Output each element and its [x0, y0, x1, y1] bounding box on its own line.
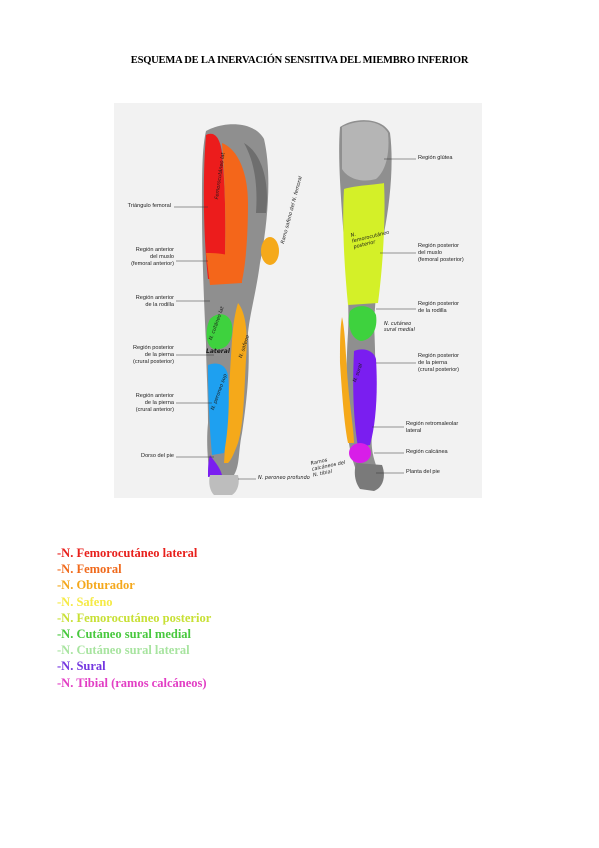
legend-item-obturador: -N. Obturador	[57, 578, 135, 593]
label-region-glutea: Región glútea	[418, 155, 453, 162]
region-tibial-calcaneo	[349, 443, 371, 463]
label-line: Región posterior	[132, 345, 174, 351]
region-peroneo-superficial	[208, 363, 229, 455]
label-line: (crural posterior)	[132, 359, 174, 365]
leg-diagram: Triángulo femoral Región anterior del mu…	[114, 103, 482, 498]
label-region-posterior-pierna-ant: Región posterior de la pierna (crural po…	[133, 345, 174, 366]
legend-item-femoral: -N. Femoral	[57, 562, 122, 577]
label-planta-pie: Planta del pie	[406, 469, 440, 476]
label-line: Región anterior	[135, 393, 174, 399]
nerve-legend: -N. Femorocutáneo lateral -N. Femoral -N…	[57, 545, 211, 691]
gluteal-highlight	[342, 121, 389, 181]
hip-shadow	[244, 143, 268, 213]
dorsum-foot	[209, 475, 239, 495]
label-line: del muslo	[150, 254, 174, 260]
label-line: de la rodilla	[418, 308, 447, 314]
region-peroneo-profundo	[208, 455, 222, 477]
legend-item-tibial: -N. Tibial (ramos calcáneos)	[57, 675, 207, 690]
label-region-calcanea: Región calcánea	[406, 449, 448, 456]
region-femoral	[222, 143, 248, 281]
legend-item-cutaneo-sural-lateral: -N. Cutáneo sural lateral	[57, 643, 190, 658]
region-safeno	[224, 303, 247, 463]
label-region-retromaleolar: Región retromaleolar lateral	[406, 421, 458, 435]
label-line: Región glútea	[418, 155, 453, 161]
label-line: (femoral anterior)	[131, 261, 174, 267]
region-femoral-upper	[206, 253, 242, 285]
label-line: de la pierna	[144, 352, 174, 358]
hand-lateral: Lateral	[206, 348, 230, 355]
label-region-posterior-muslo: Región posterior del muslo (femoral post…	[418, 243, 464, 264]
label-line: Planta del pie	[406, 469, 440, 475]
label-line: Región posterior	[418, 353, 460, 359]
label-line: lateral	[406, 428, 422, 434]
leg-illustration	[174, 120, 416, 495]
region-lateral-femoral	[203, 133, 226, 279]
label-region-anterior-rodilla: Región anterior de la rodilla	[136, 295, 174, 309]
region-cutaneo-lateral	[206, 314, 233, 350]
label-region-posterior-pierna: Región posterior de la pierna (crural po…	[418, 353, 459, 374]
anterior-leg	[202, 124, 279, 495]
label-line: Región calcánea	[406, 449, 448, 455]
label-line: de la pierna	[144, 400, 174, 406]
label-line: Región posterior	[418, 301, 460, 307]
label-line: Dorso del pie	[141, 453, 174, 459]
region-sural	[353, 349, 377, 447]
label-region-anterior-pierna: Región anterior de la pierna (crural ant…	[136, 393, 174, 414]
label-dorso-pie: Dorso del pie	[141, 453, 174, 460]
label-line: Triángulo femoral	[127, 203, 171, 209]
label-line: de la rodilla	[145, 302, 174, 308]
region-posterior-obturador	[340, 317, 354, 443]
label-line: Región retromaleolar	[406, 421, 459, 427]
label-line: (femoral posterior)	[418, 257, 464, 263]
label-line: del muslo	[418, 250, 442, 256]
region-obturador	[261, 237, 279, 265]
label-line: Región posterior	[418, 243, 460, 249]
legend-item-sural: -N. Sural	[57, 659, 106, 674]
posterior-leg	[339, 120, 392, 491]
legend-item-femorocutaneo-lateral: -N. Femorocutáneo lateral	[57, 546, 198, 560]
label-line: (crural anterior)	[135, 407, 174, 413]
heel	[354, 463, 384, 491]
label-line: Región anterior	[135, 295, 174, 301]
label-line: Región anterior	[135, 247, 174, 253]
hand-cutaneo-sural-med: N. cutáneo sural medial	[384, 321, 415, 333]
label-region-anterior-muslo: Región anterior del muslo (femoral anter…	[131, 247, 174, 268]
leader-lines	[174, 158, 416, 480]
label-region-posterior-rodilla: Región posterior de la rodilla	[418, 301, 459, 315]
legend-item-femorocutaneo-posterior: -N. Femorocutáneo posterior	[57, 610, 212, 625]
label-triangulo-femoral: Triángulo femoral	[128, 203, 171, 210]
label-line: (crural posterior)	[418, 367, 460, 373]
label-line: de la pierna	[418, 360, 448, 366]
region-femorocutaneo-posterior	[343, 183, 385, 305]
region-cutaneo-sural-medial	[348, 306, 377, 341]
legend-item-cutaneo-sural-medial: -N. Cutáneo sural medial	[57, 627, 192, 642]
hand-peroneo-prof: N. peroneo profundo	[258, 475, 310, 481]
legend-item-safeno: -N. Safeno	[57, 594, 113, 609]
page-title: ESQUEMA DE LA INERVACIÓN SENSITIVA DEL M…	[130, 55, 469, 66]
